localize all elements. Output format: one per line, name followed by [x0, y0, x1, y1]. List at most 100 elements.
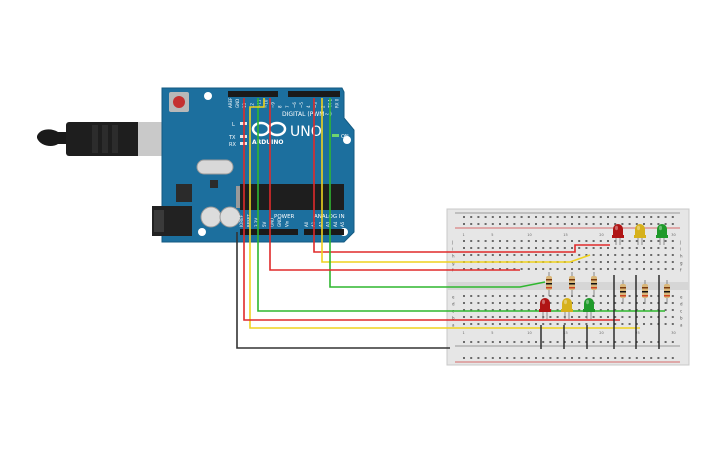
breadboard-hole — [599, 268, 602, 270]
row-letter: e — [680, 295, 683, 300]
breadboard-hole — [628, 268, 631, 270]
power-pin-label: 5V — [262, 221, 267, 227]
arduino-logo-icon — [251, 121, 287, 137]
breadboard-hole — [643, 316, 645, 318]
breadboard-hole — [592, 357, 595, 359]
breadboard-hole — [513, 302, 516, 304]
breadboard-hole — [643, 254, 645, 256]
breadboard-hole — [650, 302, 653, 304]
breadboard-hole — [549, 216, 552, 218]
breadboard-hole — [578, 309, 581, 311]
breadboard-hole — [621, 302, 624, 304]
row-letter: j — [451, 240, 453, 245]
wire-black-1 — [236, 232, 450, 349]
breadboard-hole — [470, 341, 473, 343]
digital-header-right — [288, 91, 340, 97]
digital-pin-label: ~6 — [292, 102, 297, 108]
capacitor-1 — [200, 206, 222, 228]
breadboard-hole — [477, 216, 480, 218]
breadboard-hole — [578, 357, 581, 359]
breadboard-hole — [671, 254, 674, 256]
breadboard-hole — [477, 309, 480, 311]
breadboard-hole — [599, 309, 602, 311]
breadboard-hole — [463, 254, 465, 256]
led-green-top — [656, 224, 668, 245]
breadboard-hole — [571, 268, 573, 270]
breadboard-hole — [556, 240, 559, 242]
breadboard-hole — [599, 323, 602, 325]
digital-pin-label: 8 — [278, 105, 283, 108]
breadboard-hole — [556, 323, 559, 325]
breadboard-hole — [664, 323, 667, 325]
breadboard-hole — [628, 247, 631, 249]
digital-pin-label: GND — [235, 99, 240, 108]
breadboard-hole — [549, 323, 552, 325]
row-letter: a — [452, 323, 455, 328]
breadboard-hole — [671, 302, 674, 304]
breadboard-hole — [614, 268, 617, 270]
breadboard-hole — [477, 254, 480, 256]
breadboard-hole — [477, 240, 480, 242]
on-label: ON — [341, 134, 349, 140]
breadboard-hole — [556, 223, 559, 225]
row-letter: b — [452, 316, 455, 321]
column-number: 10 — [527, 233, 531, 237]
breadboard-hole — [635, 216, 638, 218]
row-letter: d — [452, 302, 455, 307]
breadboard-hole — [542, 216, 545, 218]
row-letter: i — [680, 247, 681, 252]
breadboard-hole — [578, 323, 581, 325]
breadboard-hole — [535, 323, 537, 325]
breadboard-hole — [599, 247, 602, 249]
breadboard-hole — [671, 309, 674, 311]
breadboard-hole — [592, 323, 595, 325]
breadboard-hole — [549, 240, 552, 242]
breadboard-hole — [614, 357, 617, 359]
breadboard-hole — [643, 323, 645, 325]
analog-pin-label: A0 — [304, 221, 309, 227]
led-label-tx: TX — [228, 135, 236, 141]
breadboard-hole — [484, 216, 487, 218]
breadboard-hole — [643, 302, 645, 304]
breadboard-hole — [650, 254, 653, 256]
led-on-indicator — [332, 134, 339, 137]
wire-red-1 — [313, 98, 610, 253]
breadboard-hole — [614, 302, 617, 304]
atmega-chip — [240, 184, 344, 210]
breadboard-hole — [463, 302, 465, 304]
breadboard-hole — [470, 247, 473, 249]
breadboard-hole — [535, 309, 537, 311]
breadboard-hole — [599, 341, 602, 343]
digital-pin-label: ~11 — [256, 99, 261, 108]
row-letter: g — [680, 261, 683, 266]
breadboard-hole — [499, 240, 501, 242]
breadboard-hole — [549, 357, 552, 359]
breadboard-hole — [664, 316, 667, 318]
breadboard-hole — [614, 309, 617, 311]
breadboard-hole — [643, 341, 645, 343]
breadboard-hole — [463, 268, 465, 270]
breadboard-hole — [585, 323, 588, 325]
breadboard-hole — [491, 309, 494, 311]
breadboard-hole — [484, 302, 487, 304]
digital-label: DIGITAL (PWM~) — [282, 111, 332, 118]
digital-pin-label: 4 — [306, 105, 311, 108]
breadboard-hole — [499, 295, 501, 297]
breadboard-hole — [506, 341, 509, 343]
breadboard-hole — [599, 254, 602, 256]
breadboard-hole — [578, 223, 581, 225]
led-label-l: L — [232, 122, 235, 128]
breadboard-hole — [599, 216, 602, 218]
breadboard-hole — [520, 316, 523, 318]
breadboard-hole — [463, 323, 465, 325]
analog-pin-label: A5 — [340, 221, 345, 227]
breadboard-hole — [513, 247, 516, 249]
breadboard-hole — [535, 341, 537, 343]
power-pin-label: Vin — [285, 220, 290, 227]
breadboard-hole — [599, 316, 602, 318]
breadboard-hole — [571, 247, 573, 249]
breadboard-hole — [549, 268, 552, 270]
breadboard-hole — [563, 357, 566, 359]
wire-yellow-1 — [321, 98, 591, 263]
breadboard-hole — [477, 268, 480, 270]
